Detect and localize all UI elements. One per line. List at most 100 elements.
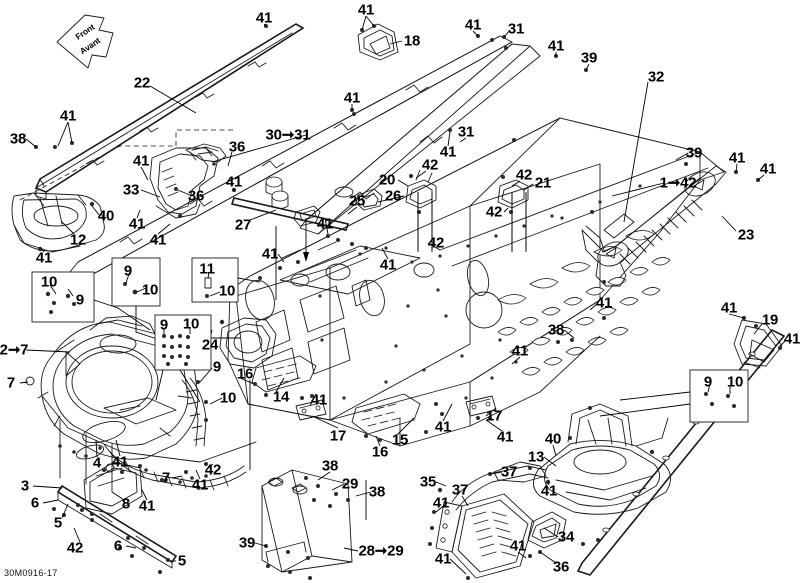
part-label-14: 14: [272, 388, 290, 406]
callout-label-11: 11: [199, 260, 215, 278]
part-label-33: 33: [122, 181, 140, 199]
part-label-41: 41: [138, 497, 156, 515]
part-label-7: 7: [6, 374, 16, 392]
part-14-grip: [251, 355, 317, 397]
part-label-17: 17: [485, 407, 503, 425]
callout-label-9: 9: [703, 373, 713, 391]
part-label-41: 41: [357, 1, 375, 19]
part-label-41: 41: [35, 249, 53, 267]
part-label-41: 41: [496, 428, 514, 446]
part-label-18: 18: [403, 32, 421, 50]
part-label-8: 8: [121, 495, 131, 513]
part-label-38: 38: [547, 321, 565, 339]
part-label-32: 32: [647, 68, 665, 86]
front-arrow-icon: [56, 14, 114, 69]
part-label-39: 39: [685, 144, 703, 162]
part-label-36: 36: [187, 187, 205, 205]
part-label-6: 6: [113, 537, 123, 555]
part-label-26: 26: [384, 187, 402, 205]
part-label-31: 31: [507, 20, 525, 38]
part-label-20: 20: [378, 171, 396, 189]
part-label-41: 41: [432, 494, 450, 512]
part-label-41: 41: [759, 160, 777, 178]
part-label-15: 15: [391, 431, 409, 449]
part-label-2-7: 2➞7: [0, 341, 29, 359]
part-label-38: 38: [321, 457, 339, 475]
callout-label-10: 10: [141, 281, 159, 299]
part-label-41: 41: [511, 342, 529, 360]
part-label-40: 40: [544, 430, 562, 448]
part-label-30-31: 30➞31: [265, 126, 311, 144]
part-label-42: 42: [515, 166, 533, 184]
part-label-41: 41: [132, 152, 150, 170]
part-label-41: 41: [225, 173, 243, 191]
part-label-10: 10: [219, 389, 237, 407]
part-label-31: 31: [457, 123, 475, 141]
part-label-6: 6: [30, 494, 40, 512]
part-15-grip: [351, 393, 421, 442]
part-label-41: 41: [149, 231, 167, 249]
part-label-13: 13: [527, 448, 545, 466]
part-label-23: 23: [737, 226, 755, 244]
part-label-34: 34: [557, 528, 575, 546]
part-label-40: 40: [97, 207, 115, 225]
part-label-35: 35: [419, 473, 437, 491]
part-label-41: 41: [59, 107, 77, 125]
part-label-41: 41: [111, 453, 129, 471]
part-label-42: 42: [66, 539, 84, 557]
callout-label-9: 9: [159, 316, 169, 334]
part-label-21: 21: [534, 174, 552, 192]
callout-label-9: 9: [123, 262, 133, 280]
part-label-41: 41: [540, 482, 558, 500]
part-26-fitting: [355, 188, 383, 211]
callout-label-9: 9: [75, 291, 85, 309]
part-label-41: 41: [343, 89, 361, 107]
part-18-bracket: [357, 23, 399, 61]
part-label-5: 5: [53, 514, 63, 532]
callout-label-10: 10: [726, 373, 744, 391]
part-label-41: 41: [509, 537, 527, 555]
part-label-41: 41: [316, 215, 334, 233]
part-label-7: 7: [161, 469, 171, 487]
part-label-41: 41: [783, 330, 800, 348]
part-label-4: 4: [92, 454, 102, 472]
part-label-41: 41: [434, 550, 452, 568]
part-label-41: 41: [310, 391, 328, 409]
part-label-29: 29: [341, 475, 359, 493]
part-label-42: 42: [204, 461, 222, 479]
part-36-grille: [428, 493, 535, 580]
fastener-marks-rail22: [34, 141, 74, 149]
part-label-17: 17: [329, 427, 347, 445]
callout-label-10: 10: [182, 315, 200, 333]
part-label-41: 41: [379, 256, 397, 274]
callout-label-10: 10: [218, 282, 236, 300]
part-label-41: 41: [464, 16, 482, 34]
part-label-9: 9: [212, 358, 222, 376]
part-8-panel: [80, 461, 143, 522]
part-label-41: 41: [191, 476, 209, 494]
part-label-42: 42: [427, 234, 445, 252]
part-label-41: 41: [128, 215, 146, 233]
part-label-41: 41: [434, 418, 452, 436]
part-label-41: 41: [547, 37, 565, 55]
sheet-code: 30M0916-17: [4, 568, 58, 578]
part-label-39: 39: [580, 49, 598, 67]
part-1-42-tunnel: [227, 117, 725, 447]
part-label-36: 36: [228, 138, 246, 156]
part-label-22: 22: [133, 74, 151, 92]
part-label-42: 42: [421, 156, 439, 174]
part-19-bracket: [733, 316, 783, 369]
part-23-rail: [576, 324, 786, 576]
part-label-1-42: 1➞42: [659, 174, 697, 192]
part-label-16: 16: [371, 443, 389, 461]
leader-drops: [249, 194, 527, 520]
part-label-27: 27: [234, 216, 252, 234]
part-label-12: 12: [69, 231, 87, 249]
part-32-strut: [581, 165, 727, 287]
part-27-strip: [230, 188, 350, 231]
part-25-fitting: [293, 205, 321, 262]
part-33-bracket: [19, 129, 236, 219]
part-24-panel: [219, 317, 277, 369]
part-17-plate-right: [465, 395, 497, 420]
